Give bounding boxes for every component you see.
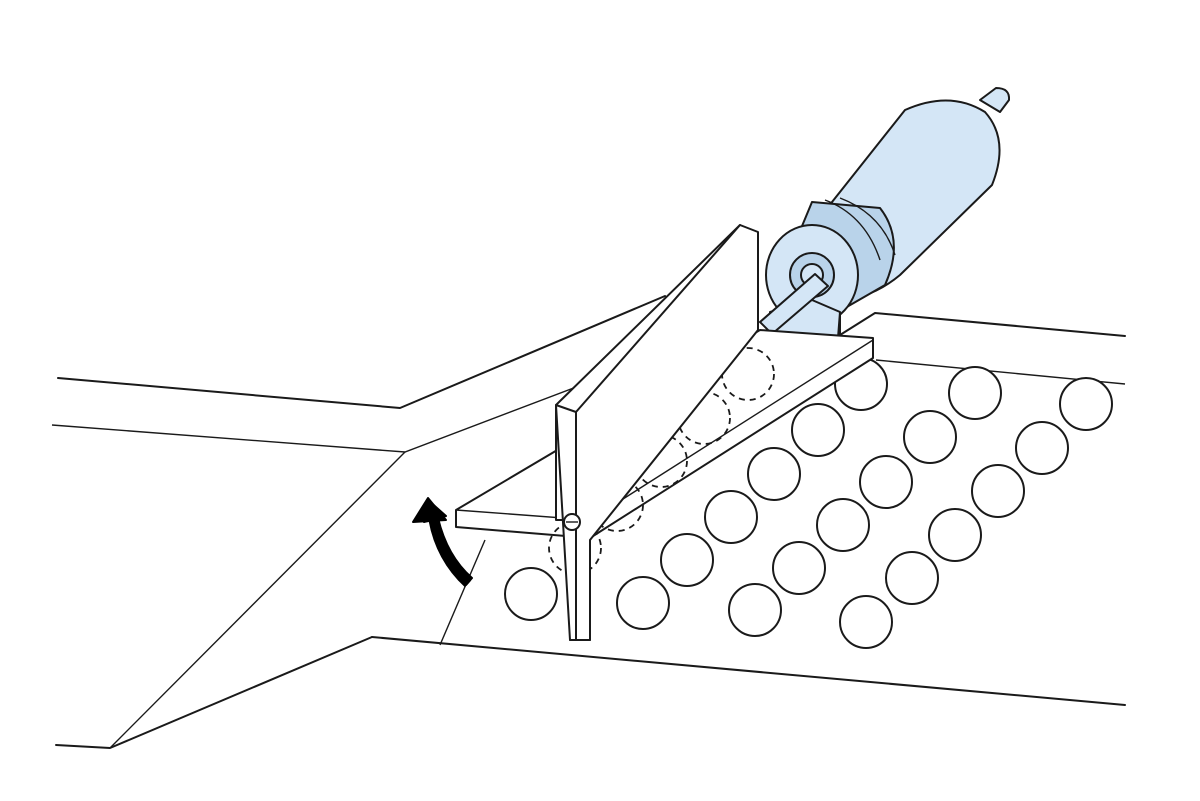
ball	[1015, 421, 1069, 475]
ramp-bottom-edge	[55, 636, 373, 749]
motor-assembly	[759, 87, 1011, 339]
conveyor-front-edge	[371, 636, 1126, 706]
conveyor-balls	[504, 357, 1113, 649]
flap-blade-face	[575, 224, 759, 641]
ball	[816, 498, 870, 552]
curved-arrow-up-icon	[412, 497, 473, 588]
motor-collar-line	[839, 197, 896, 256]
motor-collar-line	[824, 199, 881, 261]
ball	[504, 567, 558, 621]
flap-gate	[455, 224, 874, 641]
ball	[839, 595, 893, 649]
ball	[885, 551, 939, 605]
ball	[928, 508, 982, 562]
ball	[791, 403, 845, 457]
ball	[971, 464, 1025, 518]
ball	[903, 410, 957, 464]
ball	[704, 490, 758, 544]
motor-rear-shaft	[979, 87, 1011, 113]
ball	[859, 455, 913, 509]
ball	[948, 366, 1002, 420]
ball	[747, 447, 801, 501]
ball	[772, 541, 826, 595]
ball	[616, 576, 670, 630]
conveyor-back-edge	[839, 312, 1126, 337]
ramp-fold-left	[109, 451, 406, 749]
ball	[728, 583, 782, 637]
ball	[1059, 377, 1113, 431]
chute-top-edge	[57, 295, 666, 409]
ball	[660, 533, 714, 587]
ramp-fold-right	[439, 539, 486, 646]
chute-floor-line	[51, 377, 601, 453]
